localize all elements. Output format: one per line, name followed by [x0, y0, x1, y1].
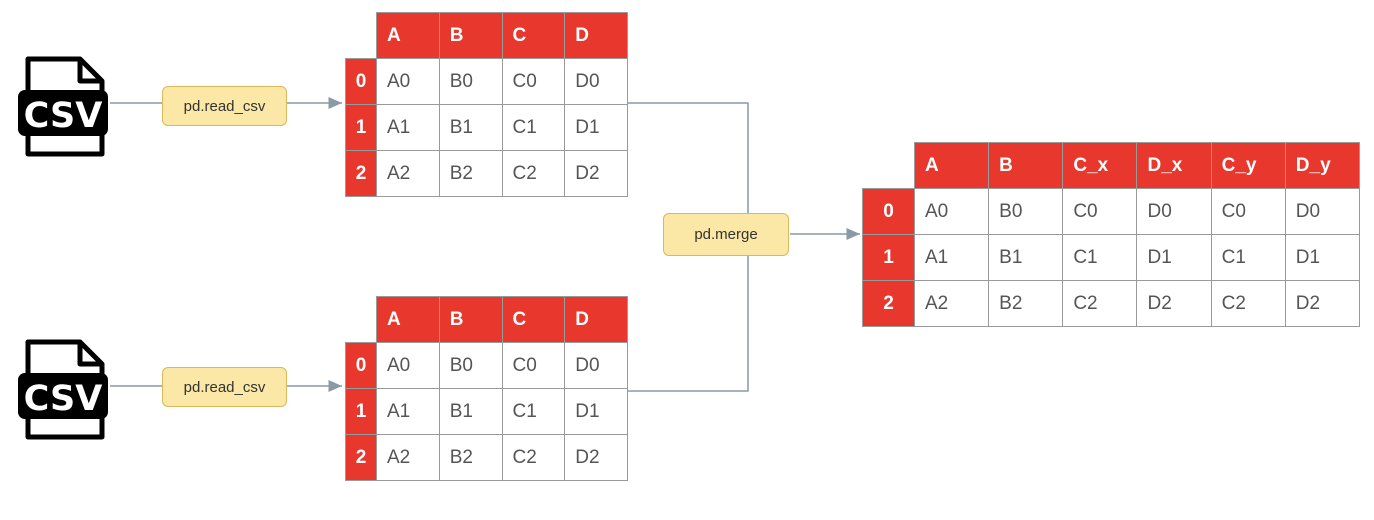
column-header: B — [988, 142, 1064, 189]
table-cell: D1 — [1284, 234, 1360, 281]
column-header: A — [376, 296, 440, 343]
row-index: 2 — [345, 150, 377, 197]
table-cell: C1 — [501, 388, 566, 435]
read-csv-label: pd.read_csv — [162, 86, 287, 126]
table-cell: C2 — [501, 434, 566, 481]
table-cell: A2 — [913, 280, 990, 327]
corner-cell — [346, 297, 377, 343]
row-index: 0 — [345, 342, 377, 389]
csv-icon-text: CSV — [24, 96, 103, 136]
column-header: C — [501, 296, 566, 343]
row-index: 1 — [345, 388, 377, 435]
table-cell: A0 — [376, 342, 440, 389]
column-header: D_x — [1136, 142, 1212, 189]
column-header: D — [564, 296, 628, 343]
read-csv-label: pd.read_csv — [162, 367, 287, 407]
table-cell: D1 — [564, 104, 628, 151]
table-cell: C0 — [501, 342, 566, 389]
table-cell: A2 — [376, 434, 440, 481]
row-index: 0 — [345, 58, 377, 105]
table-cell: C0 — [1210, 188, 1286, 235]
table-cell: C2 — [501, 150, 566, 197]
column-header: C — [501, 12, 566, 59]
merge-label: pd.merge — [663, 213, 789, 256]
table-cell: A0 — [376, 58, 440, 105]
table-cell: B1 — [438, 388, 503, 435]
table-cell: D0 — [564, 58, 628, 105]
column-header: B — [438, 296, 503, 343]
corner-cell — [863, 143, 915, 189]
column-header: C_x — [1062, 142, 1138, 189]
row-index: 1 — [345, 104, 377, 151]
table-cell: B0 — [438, 342, 503, 389]
table-cell: D0 — [1284, 188, 1360, 235]
table-cell: C0 — [1062, 188, 1138, 235]
table-cell: D0 — [564, 342, 628, 389]
table-cell: B1 — [988, 234, 1064, 281]
csv-icon-text: CSV — [24, 379, 103, 419]
table-cell: B0 — [988, 188, 1064, 235]
column-header: A — [376, 12, 440, 59]
table-cell: D2 — [1284, 280, 1360, 327]
table-cell: A1 — [376, 388, 440, 435]
table-cell: A1 — [376, 104, 440, 151]
column-header: D_y — [1284, 142, 1360, 189]
table-cell: C1 — [1210, 234, 1286, 281]
row-index: 2 — [862, 280, 915, 327]
table-cell: D1 — [564, 388, 628, 435]
column-header: C_y — [1210, 142, 1286, 189]
table-cell: C1 — [501, 104, 566, 151]
table-cell: B2 — [438, 150, 503, 197]
table-cell: B2 — [988, 280, 1064, 327]
connector-df1-to-merge — [627, 102, 749, 213]
table-cell: B2 — [438, 434, 503, 481]
table-cell: A2 — [376, 150, 440, 197]
table-cell: D1 — [1136, 234, 1212, 281]
table-cell: C0 — [501, 58, 566, 105]
row-index: 2 — [345, 434, 377, 481]
table-cell: C2 — [1210, 280, 1286, 327]
table-cell: D0 — [1136, 188, 1212, 235]
table-cell: D2 — [564, 434, 628, 481]
column-header: A — [913, 142, 990, 189]
table-cell: B1 — [438, 104, 503, 151]
column-header: B — [438, 12, 503, 59]
row-index: 0 — [862, 188, 915, 235]
table-cell: C1 — [1062, 234, 1138, 281]
row-index: 1 — [862, 234, 915, 281]
connector-df2-to-merge — [627, 256, 749, 392]
csv-file-icon: CSV — [18, 339, 108, 440]
table-cell: D2 — [564, 150, 628, 197]
csv-file-icon: CSV — [18, 56, 108, 157]
table-cell: A1 — [913, 234, 990, 281]
table-cell: A0 — [913, 188, 990, 235]
table-cell: D2 — [1136, 280, 1212, 327]
column-header: D — [564, 12, 628, 59]
table-cell: C2 — [1062, 280, 1138, 327]
table-cell: B0 — [438, 58, 503, 105]
corner-cell — [346, 13, 377, 59]
